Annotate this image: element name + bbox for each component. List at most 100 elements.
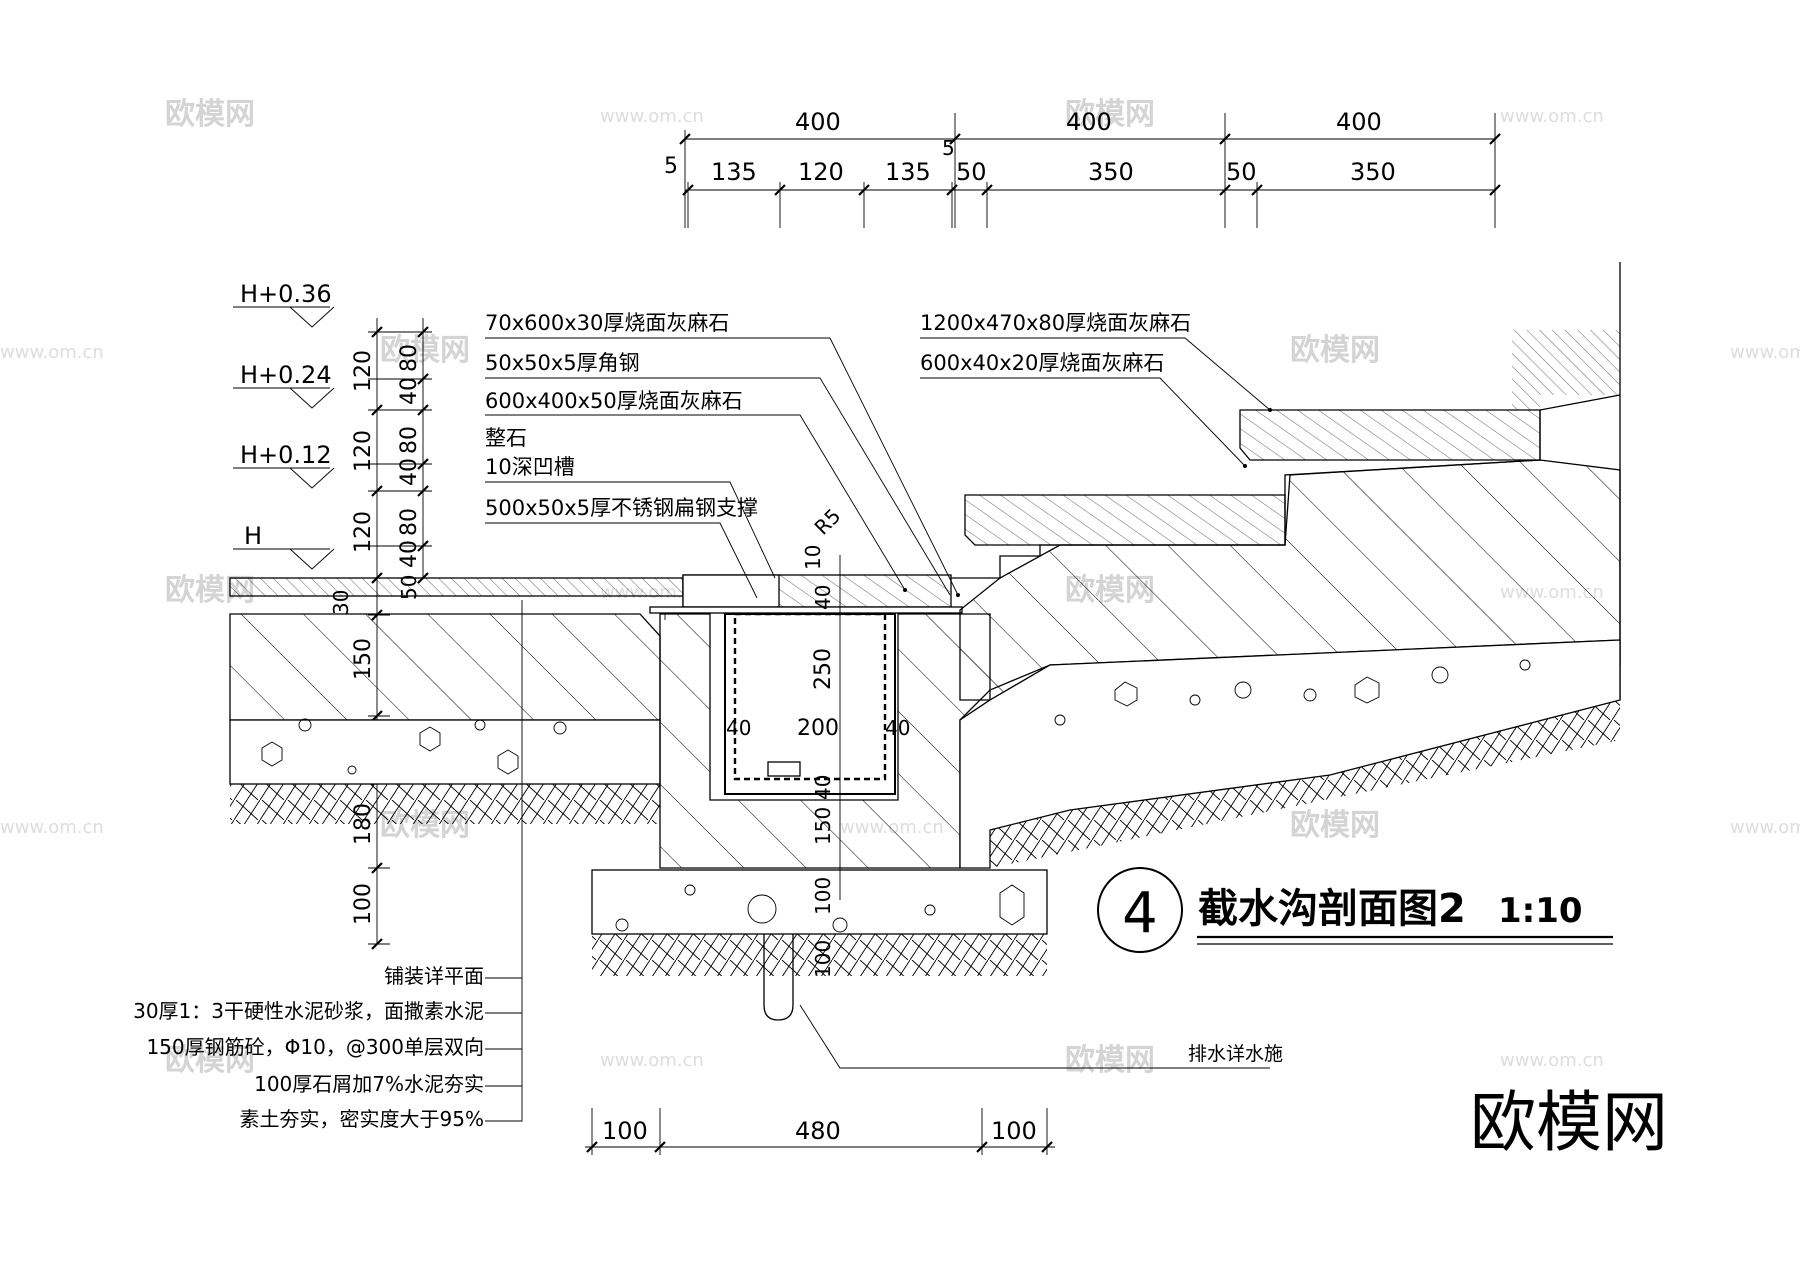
- inner-dimensions: R5 10 40 250 40 200 40 40 150 100 100: [726, 504, 910, 978]
- layer-note: 100厚石屑加7%水泥夯实: [254, 1072, 484, 1096]
- callout-label: 70x600x30厚烧面灰麻石: [485, 311, 729, 335]
- callout-label: 10深凹槽: [485, 455, 575, 479]
- dim-label: 100: [811, 940, 835, 978]
- dim-label: 40: [397, 540, 422, 568]
- dim-label: 40: [811, 585, 835, 610]
- big-watermark: 欧模网: [1470, 1084, 1668, 1161]
- watermark-site: www.om.cn: [1500, 106, 1604, 127]
- drawing-title: 4 截水沟剖面图2 1:10: [1097, 867, 1613, 953]
- dim-label: 350: [1088, 158, 1134, 186]
- layer-note: 150厚钢筋砼，Φ10，@300单层双向: [146, 1035, 484, 1059]
- callout-leaders: [485, 337, 1272, 1122]
- dim-label: 135: [711, 158, 757, 186]
- dim-label: 100: [351, 883, 376, 925]
- title-number: 4: [1122, 881, 1158, 946]
- callout-label: 500x50x5厚不锈钢扁钢支撑: [485, 496, 758, 520]
- soil-layer-3: [592, 934, 1047, 976]
- bottom-dimension-chain: 100 480 100: [585, 1108, 1055, 1155]
- dim-label: 40: [885, 716, 910, 740]
- dim-label: 40: [726, 716, 751, 740]
- drain-note: 排水详水施: [1188, 1043, 1283, 1065]
- watermark-site: www.om.cn: [0, 342, 104, 363]
- dim-label: 40: [811, 775, 835, 800]
- wall-hatch: [1512, 330, 1620, 410]
- callout-label: 600x400x50厚烧面灰麻石: [485, 389, 743, 413]
- dim-label: 80: [397, 508, 422, 536]
- watermark-brand: 欧模网: [1290, 808, 1380, 843]
- watermark-site: www.om.cn: [600, 106, 704, 127]
- callout-label: 整石: [485, 426, 527, 450]
- dim-label: R5: [810, 504, 846, 540]
- upper-step-stone: [1239, 409, 1541, 461]
- watermark-brand: 欧模网: [165, 97, 255, 132]
- top-dimension-chain: 400 400 400 5 135 120 135 5 50 350 50 35…: [664, 108, 1501, 228]
- soil-layer: [230, 784, 660, 824]
- callout-labels: 70x600x30厚烧面灰麻石 50x50x5厚角钢 600x400x50厚烧面…: [485, 311, 1283, 1065]
- dim-label: 400: [795, 108, 841, 136]
- concrete-slab: [229, 613, 661, 721]
- dim-label: 40: [397, 458, 422, 486]
- watermark-brand: 欧模网: [165, 1043, 255, 1078]
- watermark-site: www.om.cn: [1730, 342, 1800, 363]
- dim-label: 80: [397, 344, 422, 372]
- callout-label: 50x50x5厚角钢: [485, 351, 640, 375]
- gravel-layer: [229, 719, 661, 785]
- layer-note: 铺装详平面: [384, 964, 484, 988]
- lower-step-stone: [964, 494, 1286, 546]
- layer-note: 30厚1：3干硬性水泥砂浆，面撒素水泥: [133, 999, 484, 1023]
- dim-label: 5: [942, 136, 955, 160]
- level-label: H+0.36: [240, 280, 332, 308]
- footing-gravel: [591, 869, 1048, 935]
- watermark-site: www.om.cn: [1730, 817, 1800, 838]
- dim-label: 40: [397, 377, 422, 405]
- dim-label: 120: [351, 430, 376, 472]
- dim-label: 120: [351, 350, 376, 392]
- dim-label: 100: [811, 877, 835, 915]
- watermark-brand: 欧模网: [1065, 1043, 1155, 1078]
- dim-label: 5: [664, 154, 678, 179]
- level-label: H: [244, 522, 262, 550]
- level-label: H+0.24: [240, 361, 332, 389]
- callout-label: 1200x470x80厚烧面灰麻石: [920, 311, 1191, 335]
- dim-label: 250: [811, 648, 836, 690]
- trench-channel: [724, 613, 896, 795]
- gravel-stones: [261, 718, 567, 775]
- dim-label: 135: [885, 158, 931, 186]
- trench-liner: [733, 612, 887, 781]
- dim-label: 100: [991, 1117, 1037, 1145]
- watermark-brand: 欧模网: [1290, 333, 1380, 368]
- dim-label: 150: [811, 807, 835, 845]
- dim-label: 480: [795, 1117, 841, 1145]
- dim-label: 10: [801, 545, 825, 570]
- title-scale: 1:10: [1498, 891, 1583, 931]
- paving-layer: [229, 577, 684, 597]
- dim-label: 200: [797, 716, 839, 741]
- dim-label: 350: [1350, 158, 1396, 186]
- layer-notes: 铺装详平面 30厚1：3干硬性水泥砂浆，面撒素水泥 150厚钢筋砼，Φ10，@3…: [133, 964, 484, 1131]
- dim-label: 400: [1336, 108, 1382, 136]
- dim-label: 50: [956, 158, 987, 186]
- callout-label: 600x40x20厚烧面灰麻石: [920, 351, 1164, 375]
- watermark-site: www.om.cn: [0, 817, 104, 838]
- watermark-brand: 欧模网: [380, 333, 470, 368]
- watermark-brand: 欧模网: [1065, 97, 1155, 132]
- layer-note: 素土夯实，密实度大于95%: [240, 1107, 484, 1131]
- watermark-site: www.om.cn: [600, 1050, 704, 1071]
- steel-plate: [649, 606, 963, 614]
- section-body: [229, 262, 1621, 1021]
- gravel-stones-2: [1054, 659, 1531, 726]
- watermark-site: www.om.cn: [1500, 1050, 1604, 1071]
- level-marks: H+0.36 H+0.24 H+0.12 H: [233, 280, 335, 570]
- dim-label: 120: [798, 158, 844, 186]
- soil-layer-2: [990, 700, 1620, 868]
- title-number-circle: [1097, 867, 1183, 953]
- drain-pipe: [763, 934, 794, 1021]
- dim-label: 80: [397, 426, 422, 454]
- dim-label: 50: [1226, 158, 1257, 186]
- dim-label: 120: [351, 511, 376, 553]
- title-text: 截水沟剖面图2: [1198, 886, 1466, 932]
- level-label: H+0.12: [240, 441, 332, 469]
- dim-label: 100: [602, 1117, 648, 1145]
- dim-label: 400: [1066, 108, 1112, 136]
